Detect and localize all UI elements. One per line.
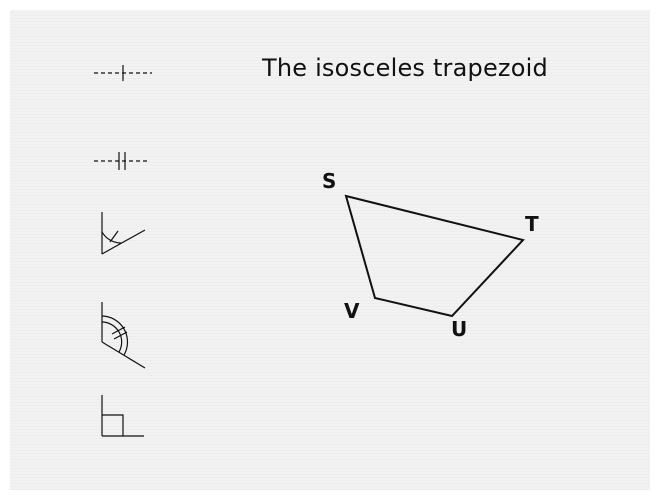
vertex-label-s: S <box>322 169 336 193</box>
right-angle-icon <box>101 395 144 437</box>
vertex-label-t: T <box>525 212 539 236</box>
trapezoid <box>344 194 525 318</box>
double-tick-mark-icon <box>94 152 150 170</box>
single-angle-arc-icon <box>101 212 146 255</box>
diagram-title: The isosceles trapezoid <box>262 54 548 82</box>
vertex-label-v: V <box>344 299 360 323</box>
double-angle-arc-icon <box>101 302 146 369</box>
trapezoid-outline <box>344 194 525 318</box>
vertex-label-u: U <box>451 317 467 341</box>
single-tick-mark-icon <box>94 65 152 81</box>
canvas-panel <box>10 10 650 490</box>
legend <box>94 65 152 437</box>
